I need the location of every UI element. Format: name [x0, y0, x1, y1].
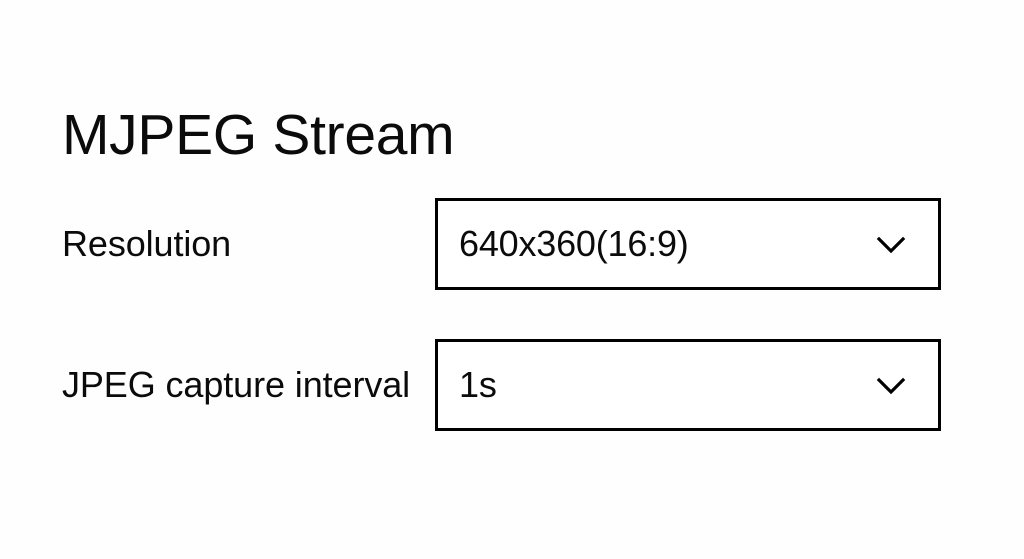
page-title: MJPEG Stream — [62, 103, 455, 168]
resolution-selected-value: 640x360(16:9) — [459, 223, 689, 264]
resolution-select[interactable]: 640x360(16:9) — [435, 198, 941, 290]
chevron-down-icon — [870, 364, 912, 406]
jpeg-capture-interval-label: JPEG capture interval — [62, 364, 411, 405]
field-row-jpeg-capture-interval: JPEG capture interval 1s — [62, 339, 942, 431]
jpeg-capture-interval-select[interactable]: 1s — [435, 339, 941, 431]
field-row-resolution: Resolution 640x360(16:9) — [62, 198, 942, 290]
resolution-label: Resolution — [62, 223, 232, 264]
jpeg-capture-interval-selected-value: 1s — [459, 364, 497, 405]
chevron-down-icon — [870, 223, 912, 265]
